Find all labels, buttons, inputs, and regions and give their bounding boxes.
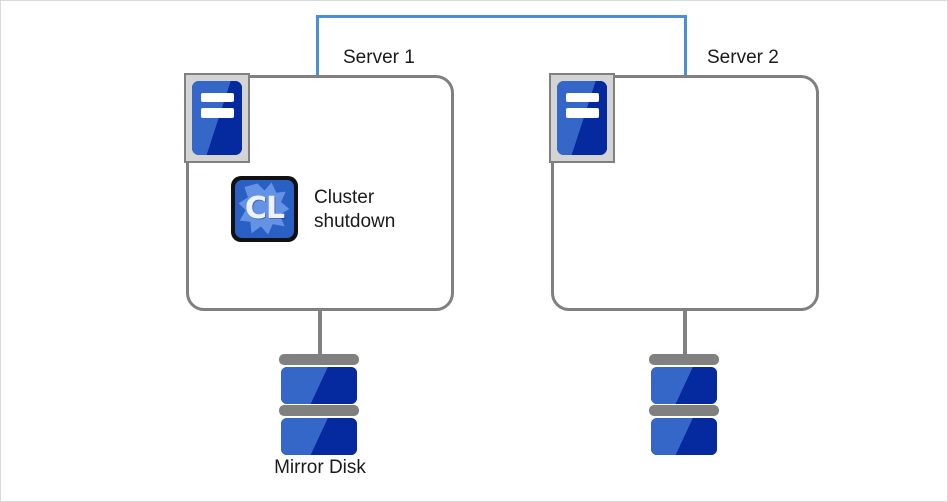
server-1-label: Server 1 bbox=[343, 47, 415, 68]
mirror-disk-platter bbox=[281, 367, 357, 404]
server-tower-slot bbox=[200, 92, 234, 103]
cl-icon-splash bbox=[238, 182, 290, 235]
mirror-disk-cap bbox=[279, 354, 359, 365]
server-tower-slot bbox=[565, 108, 599, 118]
mirror-disk-cap bbox=[649, 354, 719, 365]
mirror-disk-cap bbox=[649, 405, 719, 416]
server-tower-slot bbox=[200, 108, 234, 118]
mirror-disk-label: Mirror Disk bbox=[274, 457, 366, 478]
server-2-disk-wire bbox=[683, 311, 687, 356]
mirror-disk-cap bbox=[279, 405, 359, 416]
cluster-shutdown-caption: Cluster shutdown bbox=[314, 186, 395, 235]
server-2-box bbox=[551, 75, 819, 311]
mirror-disk-platter bbox=[281, 418, 357, 455]
server-tower-body bbox=[557, 81, 607, 155]
server-1-disk-wire bbox=[318, 311, 322, 356]
server-tower-icon bbox=[184, 73, 250, 163]
cl-cluster-icon[interactable]: CL bbox=[231, 176, 298, 242]
mirror-disk-icon bbox=[279, 354, 359, 455]
server-tower-icon bbox=[549, 73, 615, 163]
mirror-disk-icon bbox=[649, 354, 719, 455]
server-2-label: Server 2 bbox=[707, 47, 779, 68]
mirror-disk-platter bbox=[651, 418, 717, 455]
cluster-shutdown-caption-line2: shutdown bbox=[314, 211, 396, 233]
cluster-shutdown-caption-line1: Cluster bbox=[314, 187, 375, 208]
server-tower-body bbox=[192, 81, 242, 155]
server-tower-slot bbox=[565, 92, 599, 103]
cluster-interconnect-link bbox=[316, 15, 687, 77]
cl-icon-face: CL bbox=[235, 180, 294, 238]
mirror-disk-platter bbox=[651, 367, 717, 404]
cl-icon-text: CL bbox=[244, 191, 285, 226]
